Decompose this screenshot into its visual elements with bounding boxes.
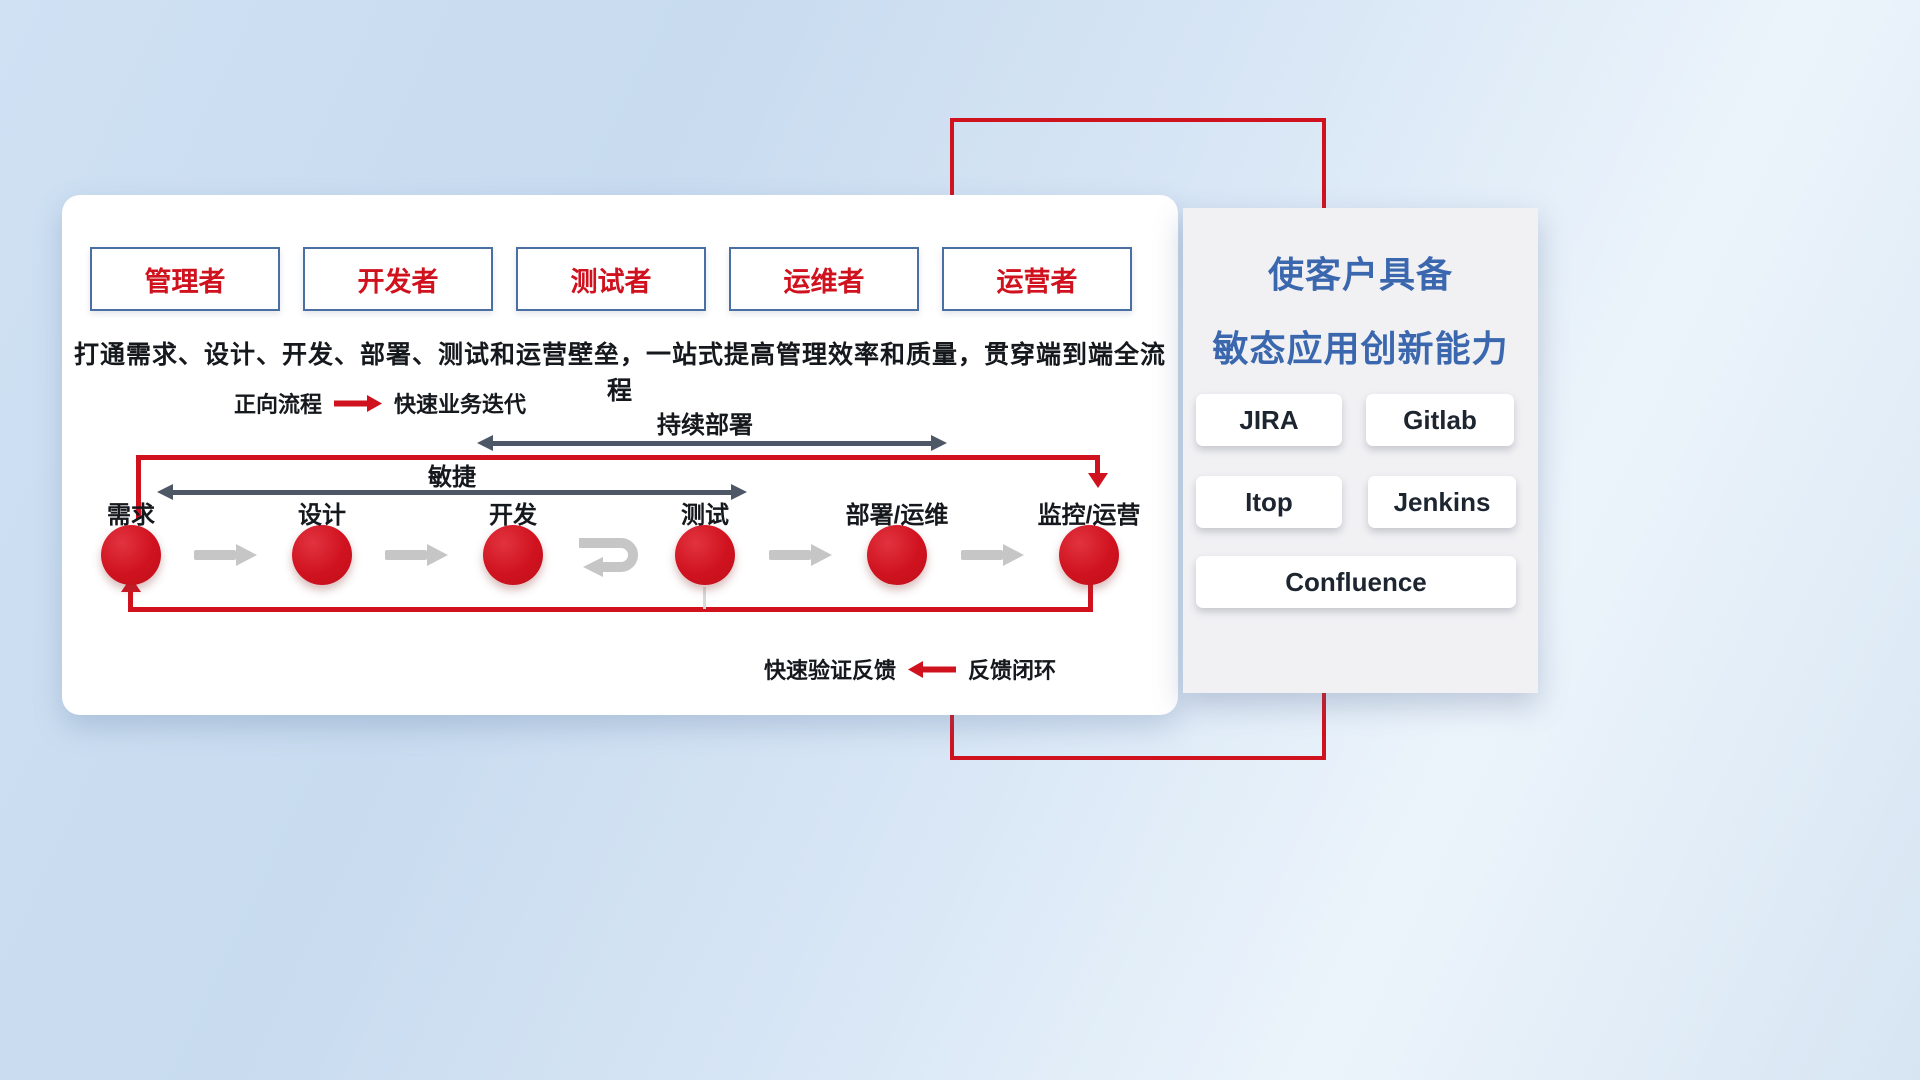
test-feedback-connector xyxy=(703,587,706,609)
role-label-business-operator: 运营者 xyxy=(996,266,1078,297)
devops-flow-card: 管理者 开发者 测试者 运维者 运营者 打通需求、设计、开发、部署、测试和运营壁… xyxy=(62,195,1178,715)
stage-design: 设计 xyxy=(252,495,392,585)
forward-loop-line-top xyxy=(136,455,1100,460)
stage-development: 开发 xyxy=(443,495,583,585)
stage-circle xyxy=(867,525,927,585)
flow-arrow-icon xyxy=(769,544,832,566)
forward-loop-arrowhead-icon xyxy=(1088,473,1108,488)
flow-arrow-icon xyxy=(961,544,1024,566)
forward-legend-label: 正向流程 xyxy=(234,392,323,417)
flow-arrow-icon xyxy=(385,544,448,566)
tool-chip-itop: Itop xyxy=(1196,476,1342,528)
feedback-legend: 快速验证反馈 反馈闭环 xyxy=(764,653,1056,685)
feedback-legend-label: 快速验证反馈 xyxy=(764,658,897,683)
tool-chip-gitlab: Gitlab xyxy=(1366,394,1514,446)
card-subtitle: 打通需求、设计、开发、部署、测试和运营壁垒，一站式提高管理效率和质量，贯穿端到端… xyxy=(73,341,1166,405)
stage-requirements: 需求 xyxy=(61,495,201,585)
iteration-loop-icon xyxy=(579,538,638,577)
stage-label: 测试 xyxy=(681,502,729,529)
feedback-loop-line-bottom xyxy=(128,607,1093,612)
agile-label: 敏捷 xyxy=(428,464,476,491)
stage-monitor-operate: 监控/运营 xyxy=(1019,495,1159,585)
feedback-loop-line-right xyxy=(1088,583,1093,610)
tool-chip-confluence: Confluence xyxy=(1196,556,1516,608)
stage-circle xyxy=(101,525,161,585)
flow-arrow-icon xyxy=(194,544,257,566)
panel-title-line2: 敏态应用创新能力 xyxy=(1212,328,1509,369)
role-label-manager: 管理者 xyxy=(144,266,226,297)
role-label-tester: 测试者 xyxy=(570,266,652,297)
tool-chip-jenkins: Jenkins xyxy=(1368,476,1516,528)
forward-loop-line-right xyxy=(1095,455,1100,475)
feedback-arrow-icon xyxy=(908,660,957,678)
panel-title-line1: 使客户具备 xyxy=(1267,254,1453,295)
roles-row: 管理者 开发者 测试者 运维者 运营者 xyxy=(90,247,1132,311)
role-box-manager: 管理者 xyxy=(90,247,280,311)
stage-label: 设计 xyxy=(298,502,346,529)
role-box-operator: 运维者 xyxy=(729,247,919,311)
forward-loop-line-left xyxy=(136,457,141,519)
stage-label: 需求 xyxy=(107,502,155,529)
stage-circle xyxy=(675,525,735,585)
role-box-business-operator: 运营者 xyxy=(942,247,1132,311)
stage-label: 开发 xyxy=(489,502,537,529)
stage-circle xyxy=(292,525,352,585)
stage-label: 部署/运维 xyxy=(845,502,949,529)
feedback-loop-line-left xyxy=(128,591,133,609)
role-label-operator: 运维者 xyxy=(783,266,865,297)
continuous-deploy-arrow xyxy=(477,435,947,451)
stage-deploy-ops: 部署/运维 xyxy=(827,495,967,585)
forward-legend: 正向流程 快速业务迭代 xyxy=(234,387,526,419)
role-label-developer: 开发者 xyxy=(357,266,439,297)
feedback-legend-text: 反馈闭环 xyxy=(968,658,1057,683)
capability-panel: 使客户具备 敏态应用创新能力 JIRA Gitlab Itop Jenkins … xyxy=(1183,208,1538,693)
agile-arrow xyxy=(157,484,747,500)
stage-circle xyxy=(1059,525,1119,585)
stage-testing: 测试 xyxy=(635,495,775,585)
forward-legend-text: 快速业务迭代 xyxy=(394,392,527,417)
role-box-developer: 开发者 xyxy=(303,247,493,311)
forward-arrow-icon xyxy=(334,394,383,412)
stage-circle xyxy=(483,525,543,585)
tool-chip-jira: JIRA xyxy=(1196,394,1342,446)
role-box-tester: 测试者 xyxy=(516,247,706,311)
stage-label: 监控/运营 xyxy=(1037,502,1141,529)
continuous-deploy-label: 持续部署 xyxy=(657,412,753,439)
